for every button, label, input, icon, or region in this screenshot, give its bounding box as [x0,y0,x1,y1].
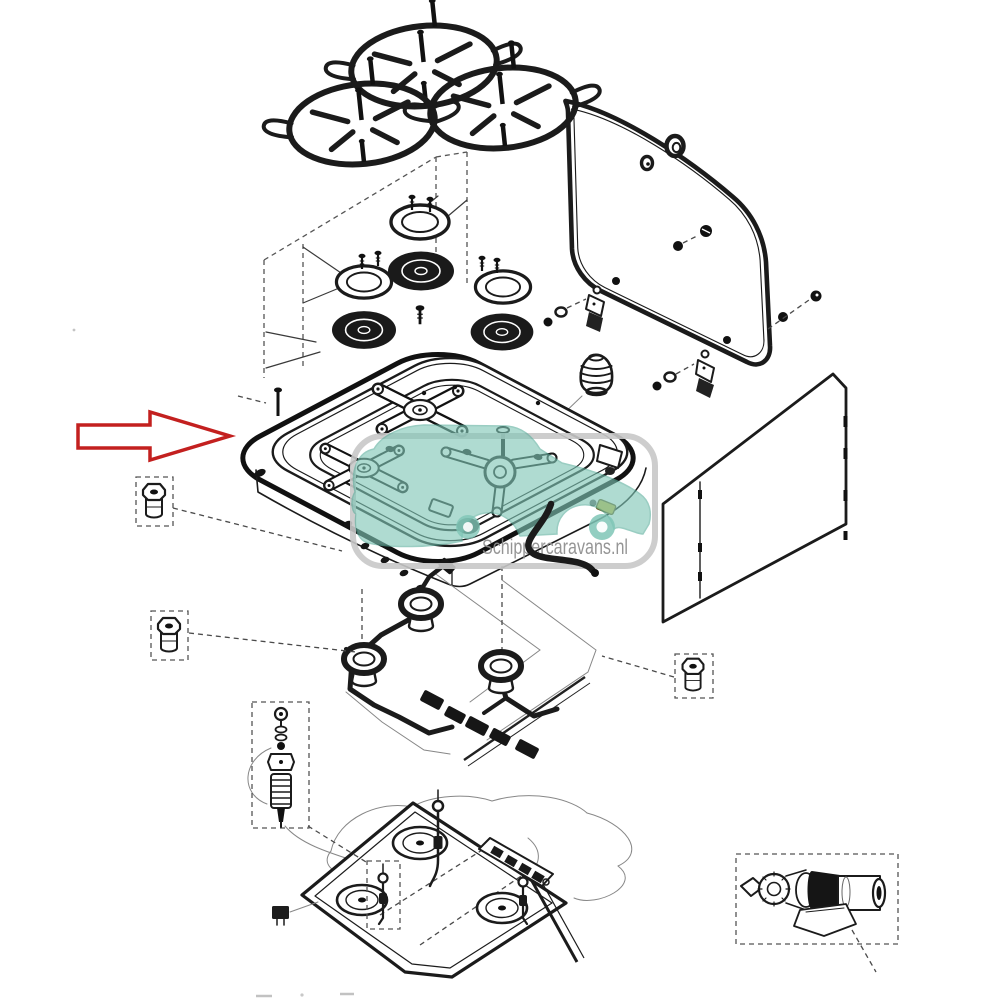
base-pan [247,747,633,979]
flexible-gas-hose [525,500,597,575]
lid-hinge [585,285,605,332]
lid-fixing-screws [673,225,712,251]
pipe-fittings [420,690,539,759]
lid-grommet-small [639,154,655,172]
burner-venturi [481,652,521,693]
injector-jet-boxes [135,476,714,699]
switch-strip [478,837,554,887]
watermark: Schippercaravans.nl [350,424,658,569]
lid-inner-line [571,108,765,358]
burner-opening [475,891,529,925]
highlight-arrow [76,409,237,463]
spark-electrode [428,789,445,888]
burner-cap [387,250,455,292]
seal-clip [254,468,266,478]
hinge-screw-washer-set [543,277,822,391]
fixing-bolt [237,387,282,416]
burner-ring [473,269,533,305]
injector-jet [156,616,182,653]
injector-jet [141,482,167,519]
burner-cap [469,312,535,352]
hinge-receiver-bracket [596,444,623,475]
tap-spindle-nuts [342,384,543,593]
injector-jet [681,657,705,692]
gas-manifold-assembly [344,557,597,767]
gas-pipe [347,615,455,736]
pan-support-grate [258,48,464,174]
electrode-guide-box [366,860,401,930]
electrode-assembly-box [251,701,367,863]
support-rail [463,676,586,761]
pan-support-grates [258,0,605,174]
lid-hinge [695,349,715,398]
burner-cap [331,310,397,350]
lid-grommet [664,133,686,159]
burner-venturi [401,590,441,631]
watermark-text: Schippercaravans.nl [482,536,628,559]
burner-rings-and-caps [331,193,535,352]
gas-valve-box [735,853,899,973]
watermark-car [351,424,652,548]
glass-lid [505,98,822,470]
burner-ring [389,203,451,241]
cable-connector [272,901,319,926]
rear-panel [661,372,848,624]
watermark-wheels [456,514,615,540]
crop-marks [72,328,354,998]
spark-electrode [377,863,389,926]
burner-opening [391,825,449,861]
burner-ring [334,264,394,300]
